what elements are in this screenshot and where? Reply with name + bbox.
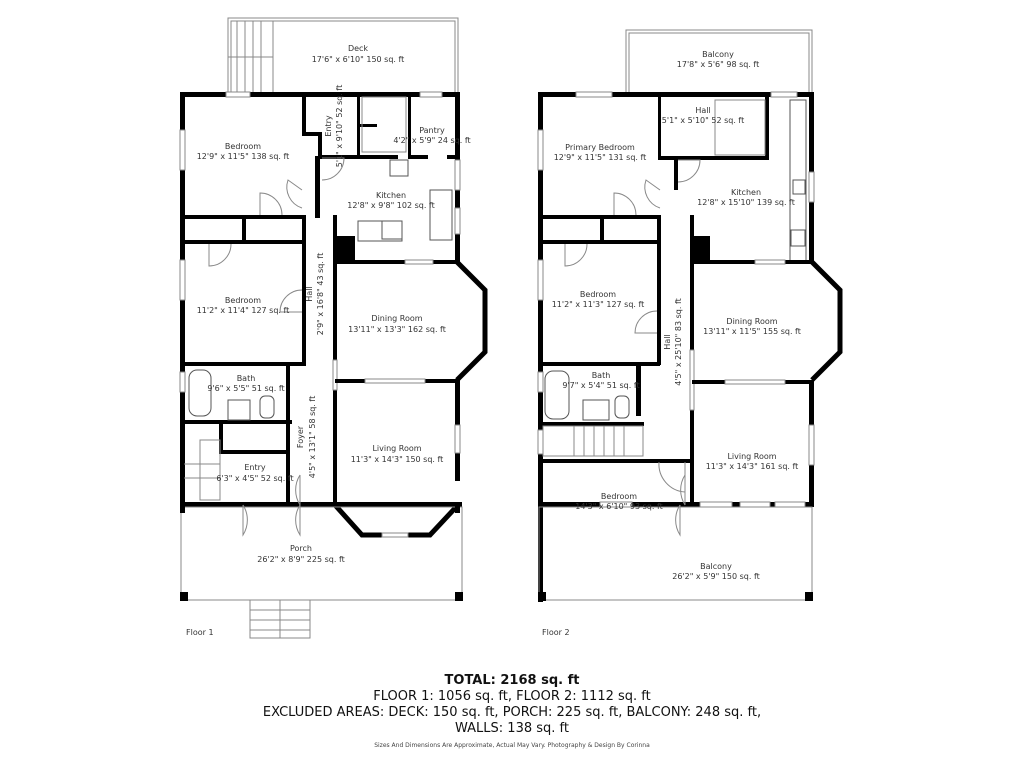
credit-note: Sizes And Dimensions Are Approximate, Ac…	[374, 742, 650, 749]
bathtub-icon	[188, 369, 212, 417]
room-name: Bedroom	[601, 492, 637, 501]
room-dims: 5'1" x 9'10" 52 sq. ft	[335, 85, 344, 167]
excluded-areas: EXCLUDED AREAS: DECK: 150 sq. ft, PORCH:…	[262, 705, 762, 720]
room-name: Bedroom	[225, 142, 261, 151]
door-icon	[564, 243, 588, 267]
total-area: TOTAL: 2168 sq. ft	[444, 673, 580, 688]
room-dims: 5'1" x 5'10" 52 sq. ft	[662, 116, 744, 125]
room-dims: 26'2" x 8'9" 225 sq. ft	[257, 555, 345, 564]
room-name: Kitchen	[376, 191, 406, 200]
door-icon	[677, 159, 701, 183]
room-name: Kitchen	[731, 188, 761, 197]
door-icon	[286, 179, 303, 209]
room-dims: 26'2" x 5'9" 150 sq. ft	[672, 572, 760, 581]
room-name: Living Room	[727, 452, 776, 461]
door-icon	[658, 461, 686, 493]
room-name: Entry	[244, 463, 266, 472]
porch-stairs	[249, 599, 311, 639]
room-name: Foyer	[296, 425, 305, 448]
room-name: Balcony	[700, 562, 732, 571]
room-dims: 17'6" x 6'10" 150 sq. ft	[312, 55, 405, 64]
room-name: Hall	[695, 106, 710, 115]
room-dims: 17'8" x 5'6" 98 sq. ft	[677, 60, 759, 69]
room-dims: 12'9" x 11'5" 131 sq. ft	[554, 153, 647, 162]
floor-2-label: Floor 2	[542, 628, 570, 637]
room-name: Balcony	[702, 50, 734, 59]
floor-areas: FLOOR 1: 1056 sq. ft, FLOOR 2: 1112 sq. …	[373, 689, 651, 704]
door-icon	[680, 473, 686, 506]
room-dims: 13'11" x 11'5" 155 sq. ft	[703, 327, 801, 336]
door-icon	[644, 179, 661, 209]
bathtub-icon	[544, 370, 570, 420]
deck-stairs	[228, 21, 274, 94]
stove-icon	[381, 220, 403, 240]
room-name: Hall	[663, 334, 672, 349]
room-name: Dining Room	[726, 317, 777, 326]
toilet-icon	[259, 395, 275, 419]
door-icon	[259, 192, 283, 216]
room-dims: 12'9" x 11'5" 138 sq. ft	[197, 152, 290, 161]
floor-2-plan: Balcony 17'8" x 5'6" 98 sq. ft Primary B…	[537, 29, 843, 637]
room-name: Primary Bedroom	[565, 143, 635, 152]
room-dims: 11'3" x 14'3" 161 sq. ft	[706, 462, 799, 471]
door-icon	[208, 243, 232, 267]
sink-icon	[429, 189, 453, 241]
room-dims: 11'2" x 11'4" 127 sq. ft	[197, 306, 290, 315]
room-dims: 9'6" x 5'5" 51 sq. ft	[207, 384, 284, 393]
interior-stairs	[542, 425, 644, 457]
room-name: Pantry	[419, 126, 445, 135]
room-dims: 6'3" x 4'5" 52 sq. ft	[216, 474, 293, 483]
stove-icon	[790, 229, 806, 247]
door-icon	[613, 192, 637, 216]
room-dims: 12'8" x 9'8" 102 sq. ft	[347, 201, 435, 210]
room-name: Bedroom	[580, 290, 616, 299]
room-name: Hall	[305, 286, 314, 301]
sink-icon	[227, 399, 251, 421]
door-icon	[295, 504, 301, 537]
room-name: Deck	[348, 44, 368, 53]
room-dims: 14'3" x 6'10" 93 sq. ft	[575, 502, 663, 511]
toilet-icon	[614, 395, 630, 419]
room-dims: 12'8" x 15'10" 139 sq. ft	[697, 198, 795, 207]
room-name: Dining Room	[371, 314, 422, 323]
door-icon	[634, 310, 658, 334]
room-name: Bath	[592, 371, 611, 380]
room-name: Bath	[237, 374, 256, 383]
room-name: Porch	[290, 544, 312, 553]
floor-1-plan: Deck 17'6" x 6'10" 150 sq. ft Bedroom 12…	[179, 17, 488, 639]
room-dims: 4'5" x 25'10" 83 sq. ft	[674, 298, 683, 386]
sink-icon	[582, 399, 610, 421]
door-icon	[675, 504, 681, 537]
door-icon	[279, 289, 303, 313]
sink-icon	[792, 179, 806, 195]
room-dims: 11'2" x 11'3" 127 sq. ft	[552, 300, 645, 309]
room-name: Entry	[324, 115, 333, 137]
door-icon	[295, 474, 301, 507]
floor-1-label: Floor 1	[186, 628, 214, 637]
room-name: Bedroom	[225, 296, 261, 305]
room-dims: 9'7" x 5'4" 51 sq. ft	[562, 381, 639, 390]
room-dims: 4'5" x 13'1" 58 sq. ft	[308, 396, 317, 478]
interior-stairs	[184, 96, 407, 501]
room-dims: 2'9" x 16'8" 43 sq. ft	[316, 253, 325, 335]
door-icon	[321, 157, 345, 181]
room-dims: 13'11" x 13'3" 162 sq. ft	[348, 325, 446, 334]
door-icon	[242, 504, 248, 537]
walls-area: WALLS: 138 sq. ft	[455, 721, 569, 736]
room-dims: 11'3" x 14'3" 150 sq. ft	[351, 455, 444, 464]
room-name: Living Room	[372, 444, 421, 453]
room-dims: 4'2" x 5'9" 24 sq. ft	[393, 136, 470, 145]
